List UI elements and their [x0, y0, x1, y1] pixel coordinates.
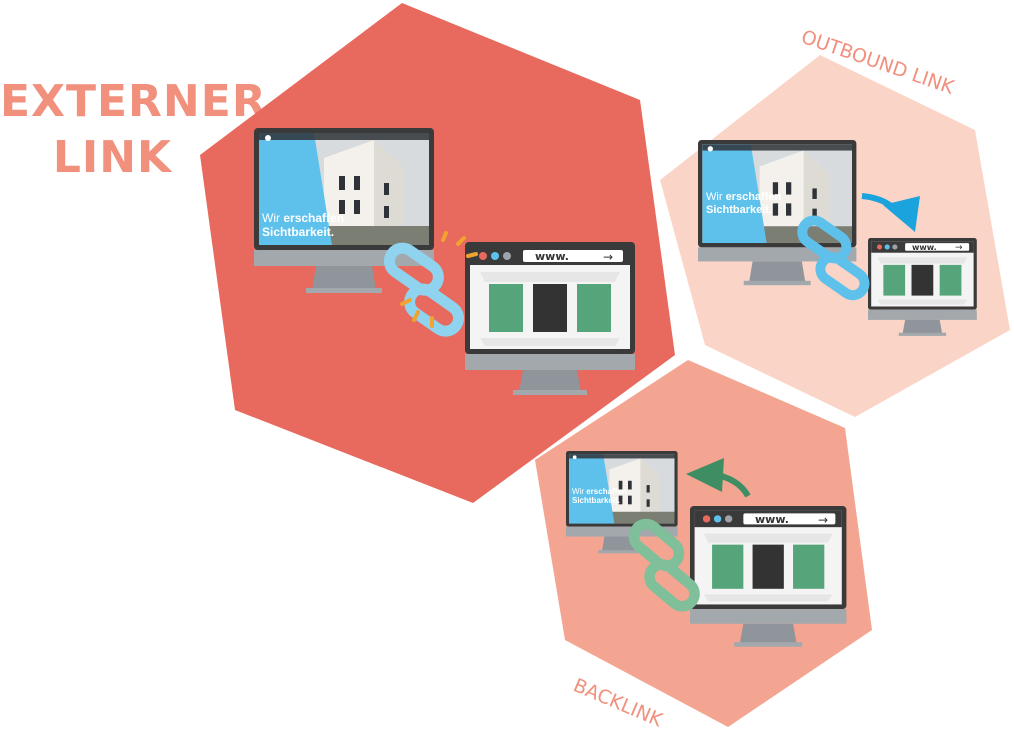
outbound-site-text-1b: erschaffen [726, 191, 782, 203]
backlink-site-text-1: Wir erschaffen [572, 487, 627, 496]
main-site-text-1: Wir erschaffen [262, 211, 344, 225]
outbound-site-text-1: Wir erschaffen [706, 191, 781, 203]
backlink-site-text-1b: erschaffen [586, 487, 627, 496]
title-line-2: LINK [52, 132, 173, 183]
backlink-site-text-2: Sichtbarkeit. [572, 496, 620, 505]
outbound-site-text-2: Sichtbarkeit. [706, 204, 772, 216]
outbound-arrow-icon [861, 193, 920, 232]
main-browser-arrow: → [603, 250, 613, 264]
backlink-browser-url: www. [755, 513, 789, 526]
outbound-browser-url: www. [912, 243, 937, 252]
main-site-text-2: Sichtbarkeit. [262, 225, 334, 239]
backlink-arrow-icon [686, 458, 751, 498]
spark-icon [400, 231, 478, 328]
outbound-site-text-1a: Wir [706, 191, 723, 203]
outbound-browser-arrow: → [955, 243, 963, 253]
main-site-text-1a: Wir [262, 211, 280, 225]
backlink-site-text-1a: Wir [572, 487, 584, 496]
main-browser-url: www. [535, 250, 569, 263]
title-line-1: EXTERNER [0, 76, 267, 127]
backlink-browser-arrow: → [818, 513, 828, 527]
main-site-text-1b: erschaffen [283, 211, 344, 225]
